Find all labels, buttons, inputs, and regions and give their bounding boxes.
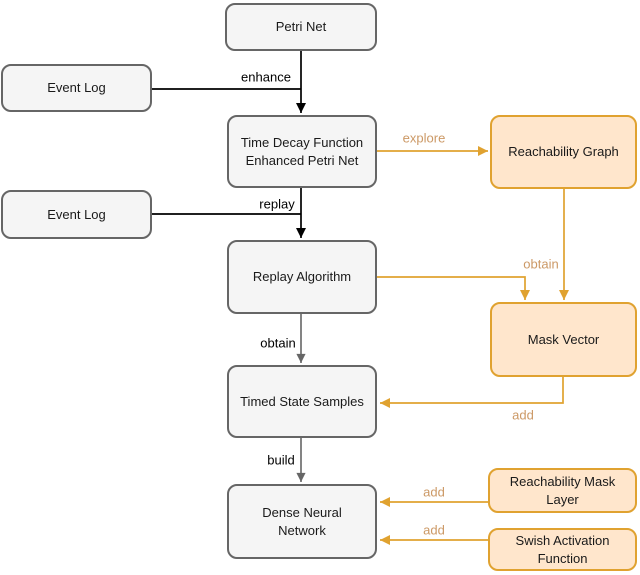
edge-label-add-mask: add (510, 407, 536, 423)
node-reachability-mask-layer: Reachability Mask Layer (488, 468, 637, 513)
node-event-log-bottom: Event Log (1, 190, 152, 239)
node-mask-vector-label: Mask Vector (527, 331, 600, 347)
node-replay-algorithm-label: Replay Algorithm (252, 269, 352, 285)
node-reachability-graph: Reachability Graph (490, 115, 637, 189)
edge-label-add-reachability-layer: add (421, 484, 447, 500)
node-mask-vector: Mask Vector (490, 302, 637, 377)
node-event-log-top-label: Event Log (47, 80, 106, 96)
node-time-decay-petri-net: Time Decay Function Enhanced Petri Net (227, 115, 377, 188)
edge-maskvector-to-samples (380, 377, 564, 408)
node-reachability-mask-layer-label: Reachability Mask Layer (509, 473, 616, 507)
edge-label-replay: replay (257, 196, 297, 212)
edge-label-add-swish: add (421, 522, 447, 538)
node-petri-net-label: Petri Net (275, 19, 327, 35)
edge-label-explore: explore (400, 130, 448, 146)
edge-label-obtain-samples: obtain (258, 335, 298, 351)
node-event-log-top: Event Log (1, 64, 152, 112)
node-swish-activation-function-label: Swish Activation Function (515, 532, 610, 566)
node-event-log-bottom-label: Event Log (47, 206, 106, 222)
node-reachability-graph-label: Reachability Graph (508, 144, 619, 160)
node-replay-algorithm: Replay Algorithm (227, 240, 377, 314)
node-timed-state-samples-label: Timed State Samples (240, 393, 364, 409)
edge-label-enhance: enhance (239, 69, 293, 85)
node-swish-activation-function: Swish Activation Function (488, 528, 637, 571)
node-time-decay-petri-net-label: Time Decay Function Enhanced Petri Net (240, 134, 364, 168)
node-dense-neural-network-label: Dense Neural Network (262, 504, 342, 538)
node-timed-state-samples: Timed State Samples (227, 365, 377, 438)
edge-label-obtain-mask: obtain (521, 256, 561, 272)
edge-replayalg-to-maskvector (377, 276, 530, 300)
node-dense-neural-network: Dense Neural Network (227, 484, 377, 559)
edge-label-build: build (265, 452, 297, 468)
node-petri-net: Petri Net (225, 3, 377, 51)
